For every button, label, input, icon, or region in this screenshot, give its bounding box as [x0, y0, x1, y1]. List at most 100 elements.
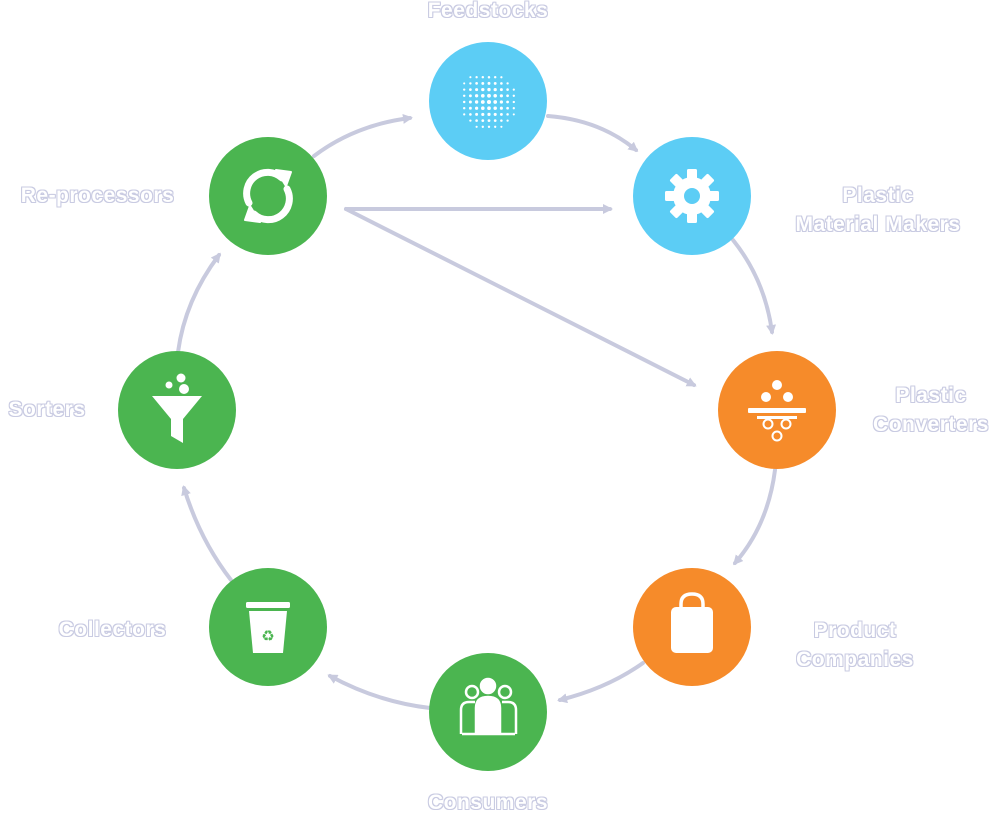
sphere-dot — [506, 100, 509, 104]
label-converters: Plastic Converters — [873, 384, 989, 436]
sphere-dot — [481, 87, 485, 92]
sphere-dot — [512, 100, 515, 104]
sphere-dot — [480, 93, 485, 98]
sphere-dot — [463, 88, 466, 91]
sphere-dot — [499, 94, 503, 98]
label-feedstocks: Feedstocks — [427, 0, 549, 22]
arrow-re-processors-to-converters — [344, 207, 697, 387]
arrow-sorters-to-re-processors — [176, 252, 221, 354]
sphere-dot — [481, 112, 485, 116]
node-material-makers — [633, 137, 751, 255]
sphere-dot — [469, 113, 472, 116]
sphere-dot — [475, 125, 478, 128]
sphere-dot — [493, 94, 497, 98]
sphere-dot — [463, 113, 466, 116]
sphere-dot — [463, 82, 466, 85]
sphere-dot — [493, 87, 497, 92]
sphere-dot — [469, 88, 472, 91]
sphere-dot — [487, 125, 491, 128]
node-feedstocks — [429, 42, 547, 160]
arrow-consumers-to-collectors — [327, 674, 432, 710]
arrow-collectors-to-sorters — [181, 485, 233, 582]
sphere-dot — [506, 94, 509, 98]
sphere-dot — [468, 100, 472, 104]
sphere-dot — [512, 107, 515, 110]
sphere-dot — [475, 76, 478, 79]
sphere-dot — [474, 94, 479, 98]
sphere-dot — [481, 81, 485, 85]
recycling-bin-icon: ♻ — [246, 602, 290, 653]
sphere-dot — [506, 88, 509, 91]
node-collectors: ♻ — [209, 568, 327, 686]
sphere-dot — [493, 100, 498, 104]
people-group-icon — [459, 677, 518, 736]
sphere-dot — [469, 76, 472, 79]
sphere-dot — [481, 75, 485, 79]
label-consumers: Consumers — [427, 791, 549, 814]
arrow-product-companies-to-consumers — [557, 661, 645, 704]
sphere-dot — [506, 119, 509, 122]
sphere-dot — [487, 119, 491, 122]
sphere-dot — [462, 94, 466, 98]
recycle-arrows-icon — [243, 168, 293, 224]
sphere-dot — [506, 106, 509, 110]
arrow-feedstocks-to-material-makers — [546, 114, 639, 152]
node-consumers — [429, 653, 547, 771]
sphere-dot — [480, 100, 485, 104]
sphere-dot — [500, 125, 503, 128]
sphere-dot — [487, 112, 491, 117]
sphere-dot — [468, 94, 472, 98]
sphere-dot — [493, 112, 497, 116]
sphere-dot — [506, 113, 509, 116]
sphere-dot — [499, 100, 504, 104]
sphere-dot — [468, 106, 472, 110]
re-processors-circle — [209, 137, 327, 255]
sphere-dot — [500, 119, 503, 122]
arrow-material-makers-to-converters — [731, 238, 777, 335]
shopping-bag-icon — [671, 592, 713, 653]
sphere-dot — [487, 75, 491, 79]
svg-text:♻: ♻ — [261, 627, 274, 645]
sphere-dot — [493, 81, 497, 85]
pellets-conveyor-icon — [748, 380, 806, 442]
sphere-dot — [487, 106, 491, 111]
node-sorters — [118, 351, 236, 469]
sphere-dot — [462, 106, 466, 110]
flow-arrows — [176, 113, 777, 710]
sphere-dot — [469, 82, 472, 85]
label-sorters: Sorters — [8, 398, 86, 421]
label-collectors: Collectors — [58, 618, 167, 641]
sphere-dot — [474, 106, 479, 110]
sphere-dot — [512, 113, 515, 116]
sphere-dot — [475, 88, 479, 92]
sphere-dot — [494, 125, 497, 128]
sphere-dot — [499, 106, 503, 110]
label-material-makers: Plastic Material Makers — [795, 184, 961, 236]
sphere-dot — [469, 119, 472, 122]
gear-hole — [684, 188, 700, 204]
sphere-dot — [499, 88, 503, 92]
funnel-icon — [152, 373, 202, 443]
sphere-dot — [474, 100, 479, 104]
label-product-companies: Product Companies — [796, 619, 914, 671]
sphere-dot — [499, 112, 503, 116]
sphere-dot — [481, 106, 485, 110]
sphere-dot — [475, 119, 478, 122]
gear-icon — [665, 169, 719, 223]
sphere-dot — [481, 125, 484, 128]
sphere-dot — [506, 82, 509, 85]
sphere-dot — [475, 112, 479, 116]
sphere-dot — [512, 94, 515, 97]
sphere-dot — [462, 100, 466, 104]
sphere-dot — [500, 76, 503, 79]
arrow-re-processors-to-feedstocks — [312, 113, 413, 158]
sphere-dot — [487, 87, 491, 92]
sphere-dot — [512, 88, 515, 91]
sphere-dot — [493, 75, 497, 79]
sphere-dot — [481, 119, 485, 122]
sphere-dot — [500, 82, 503, 85]
sphere-dot — [487, 81, 491, 85]
node-product-companies — [633, 568, 751, 686]
sphere-dot — [487, 93, 491, 98]
